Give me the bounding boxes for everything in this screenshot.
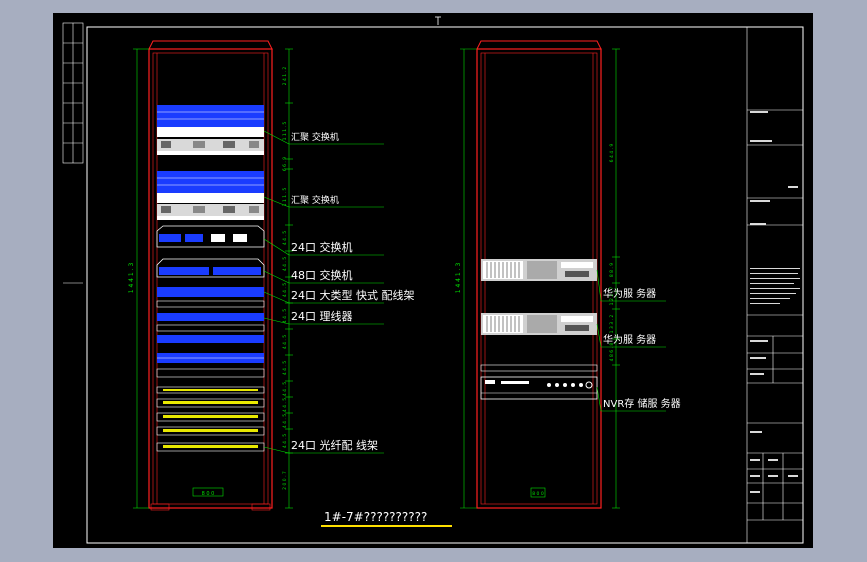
title-block-scribbles: [750, 111, 800, 493]
dim-label: 1 2 2 . 7: [609, 287, 615, 306]
dim-label: 6 6 . 9: [282, 157, 288, 171]
right-rack: 8 0 0 1 4 4 1 . 3 6 4 4 . 9 8 8 . 9 1 2 2 …: [455, 40, 681, 509]
right-rack-bottom-label: 8 0 0: [532, 491, 544, 497]
dim-label: 4 4 . 5: [282, 231, 288, 245]
callout-label: 24口 光纤配 线架: [291, 438, 378, 452]
nvr-storage-server: [480, 364, 598, 400]
dim-label: 4 8 6 . 8: [609, 343, 615, 362]
left-rack-frame: [148, 48, 273, 509]
callout-leader: [263, 130, 290, 145]
revision-table: [62, 22, 84, 284]
title-block: [746, 26, 804, 544]
patch-panels: [156, 287, 265, 378]
dim-label: 6 4 4 . 9: [609, 144, 615, 163]
left-rack: 8 0 0 1 4 4 1 . 3 2 4 1 . 2 1 1 1 . 5 6 6 …: [128, 40, 415, 511]
drawing-border: [86, 26, 804, 544]
dim-label: 4 4 . 5: [282, 257, 288, 271]
dim-label: 2 0 0 . 7: [282, 471, 288, 490]
switch-48-port: [156, 258, 265, 278]
dim-label: 4 4 . 5: [282, 335, 288, 349]
callout-leader: [596, 386, 602, 412]
aggregation-switch-1: [157, 105, 264, 155]
callout-label: 24口 交换机: [291, 240, 353, 254]
callout-label: 汇聚 交换机: [291, 131, 339, 143]
callout-leader: [263, 238, 290, 256]
dim-label: 4 4 . 5: [282, 434, 288, 448]
right-rack-top-cap: [476, 40, 602, 50]
fiber-panels: [156, 386, 265, 452]
drawing-sheet: 8 0 0 1 4 4 1 . 3 2 4 1 . 2 1 1 1 . 5 6 6 …: [53, 13, 813, 548]
left-rack-height-dim: 1 4 4 1 . 3: [128, 263, 135, 294]
callout-leader: [263, 196, 290, 208]
callout-label: 24口 理线器: [291, 309, 353, 323]
dim-label: 4 4 . 5: [282, 398, 288, 412]
callout-leader: [596, 269, 602, 302]
callout-label: 24口 大类型 快式 配线架: [291, 288, 415, 302]
switch-24-port: [156, 225, 265, 248]
dim-label: 1 1 1 . 5: [282, 122, 288, 141]
callout-label: 汇聚 交换机: [291, 194, 339, 206]
right-dim-chain: 6 4 4 . 9 8 8 . 9 1 2 2 . 7 1 3 3 . 2 4 8 6 …: [609, 48, 620, 509]
callout-leader: [263, 317, 290, 325]
dim-label: 4 4 . 5: [282, 382, 288, 396]
huawei-server-2: [481, 313, 597, 335]
left-dim-chain: 2 4 1 . 2 1 1 1 . 5 6 6 . 9 1 1 1 . 5 4 4 . …: [282, 48, 293, 509]
right-rack-frame: [476, 48, 602, 509]
left-rack-top-cap: [148, 40, 273, 50]
aggregation-switch-2: [157, 171, 264, 220]
callout-leader: [263, 291, 290, 304]
dim-label: 4 4 . 5: [282, 414, 288, 428]
callout-label: 华为服 务器: [603, 287, 656, 300]
left-rack-bottom-label: 8 0 0: [202, 491, 215, 497]
dim-label: 8 8 . 9: [609, 263, 615, 277]
huawei-server-1: [481, 259, 597, 281]
drawing-title-underline: [321, 525, 452, 527]
callout-label: 华为服 务器: [603, 333, 656, 346]
dim-label: 1 1 1 . 5: [282, 188, 288, 207]
dim-label: 2 4 1 . 2: [282, 67, 288, 86]
callout-leader: [596, 323, 602, 348]
callout-leader: [263, 270, 290, 284]
callout-leader: [263, 446, 290, 454]
drawing-title: 1#-7#??????????: [324, 510, 427, 524]
callout-label: 48口 交换机: [291, 268, 353, 282]
dim-label: 4 4 . 5: [282, 283, 288, 297]
dim-label: 1 3 3 . 2: [609, 315, 615, 334]
callout-label: NVR存 储服 务器: [603, 397, 681, 410]
dim-label: 4 4 . 5: [282, 361, 288, 375]
dim-label: 4 4 . 5: [282, 309, 288, 323]
right-rack-height-dim: 1 4 4 1 . 3: [455, 263, 462, 294]
